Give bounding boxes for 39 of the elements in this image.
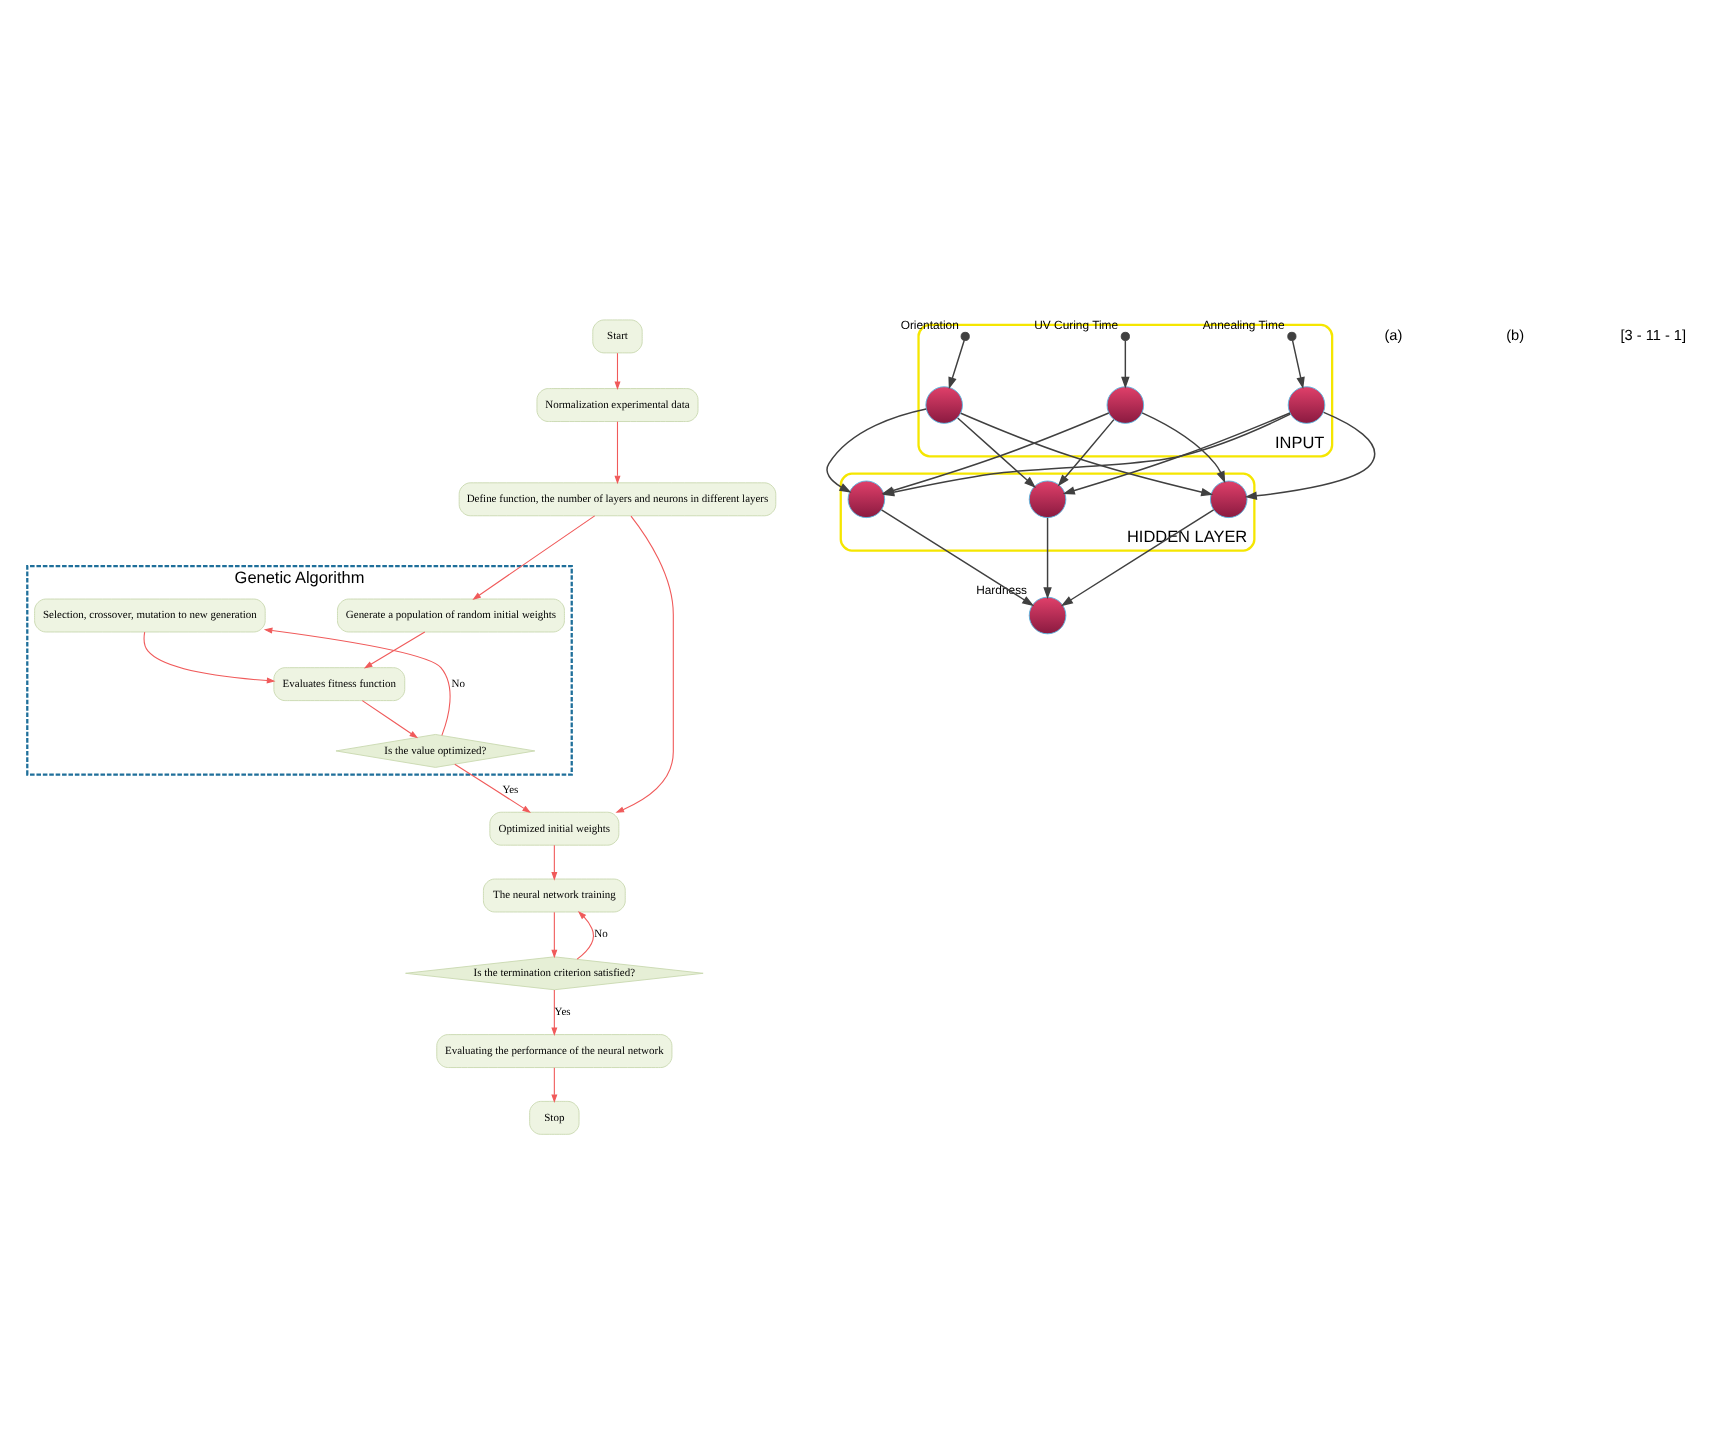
arrow (551, 989, 558, 1037)
arrow (1121, 339, 1130, 389)
arrow (614, 352, 621, 391)
arrow (454, 763, 531, 813)
arrow (361, 700, 419, 739)
node-circle (847, 480, 886, 519)
arrow (551, 911, 558, 959)
arrow (1060, 509, 1215, 607)
arrow (576, 911, 594, 960)
arrow (1141, 412, 1226, 484)
arrow (1043, 517, 1052, 600)
node-circle (925, 386, 963, 424)
arrow (143, 631, 276, 684)
node-circle (1028, 596, 1067, 635)
node-circle (1287, 331, 1297, 341)
node-circle (1287, 386, 1326, 424)
node-circle (1028, 480, 1067, 519)
arrow (1062, 412, 1291, 495)
node-circle (1106, 386, 1145, 424)
node-circle (960, 331, 970, 341)
node-circle (1120, 331, 1130, 341)
label: (b) (1506, 325, 1525, 344)
arrow (1057, 418, 1115, 487)
arrow (1291, 339, 1305, 390)
arrow (472, 515, 596, 600)
arrow (263, 627, 451, 736)
arrow (948, 339, 965, 390)
arrow (960, 412, 1214, 497)
arrow (363, 631, 426, 669)
arrow (880, 509, 1035, 607)
label: (a) (1384, 325, 1403, 344)
arrow (614, 421, 621, 485)
node-circle (1210, 480, 1248, 519)
arrow (1244, 411, 1376, 500)
arrow (956, 417, 1036, 489)
arrow (615, 515, 674, 813)
arrow (551, 1067, 558, 1104)
arrow (551, 844, 558, 881)
label: [3 - 11 - 1] (1620, 325, 1687, 344)
